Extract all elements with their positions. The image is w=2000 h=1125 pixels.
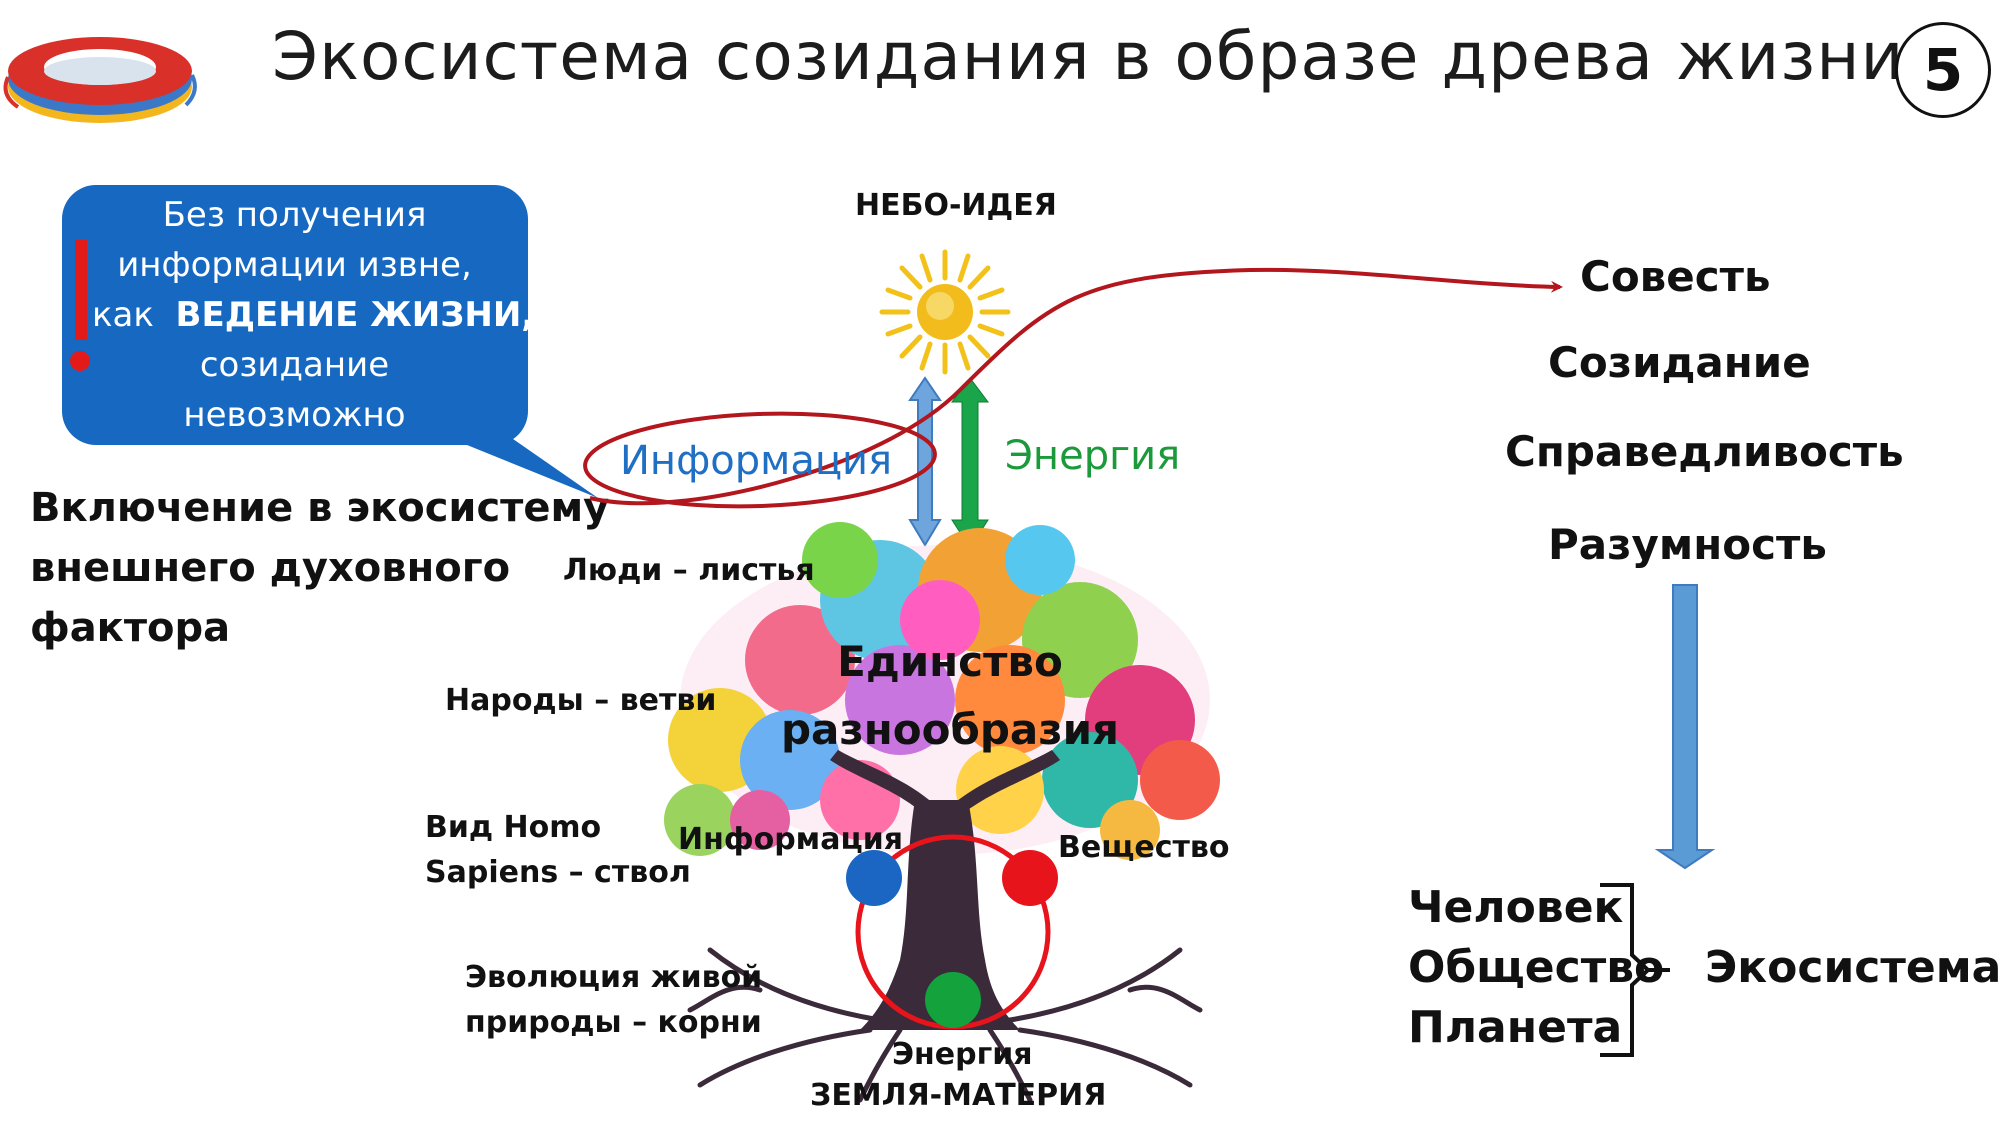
exclamation-dot bbox=[70, 351, 90, 371]
callout-line-2: информации извне, bbox=[117, 245, 472, 285]
brace-item-human: Человек bbox=[1408, 882, 1624, 933]
species-line-2: Sapiens – ствол bbox=[425, 855, 691, 890]
nations-branches-label: Народы – ветви bbox=[445, 683, 717, 718]
evolution-roots-label: Эволюция живой природы – корни bbox=[465, 955, 762, 1045]
callout-word-kak: как bbox=[92, 295, 154, 335]
tree-center-label: Единство разнообразия bbox=[770, 628, 1130, 764]
callout-line-1: Без получения bbox=[162, 195, 427, 235]
callout-line-3: как ВЕДЕНИЕ ЖИЗНИ, bbox=[92, 290, 534, 340]
information-dot bbox=[846, 850, 902, 906]
left-heading-line-3: фактора bbox=[30, 605, 231, 651]
callout-bubble bbox=[62, 185, 528, 445]
down-arrow bbox=[1654, 584, 1716, 870]
tree-roots bbox=[687, 947, 1203, 1103]
tree-center-line-2: разнообразия bbox=[780, 705, 1120, 754]
callout-emphasis: ВЕДЕНИЕ ЖИЗНИ, bbox=[175, 295, 535, 335]
brace-item-society: Общество bbox=[1408, 942, 1665, 993]
people-leaves-label: Люди – листья bbox=[563, 553, 815, 588]
callout-text: Без получения информации извне, как ВЕДЕ… bbox=[92, 190, 534, 440]
information-arrow bbox=[908, 376, 942, 547]
species-line-1: Вид Homo bbox=[425, 810, 602, 845]
brace-item-planet: Планета bbox=[1408, 1002, 1623, 1053]
information-oval bbox=[583, 411, 937, 509]
tree-center-line-1: Единство bbox=[837, 637, 1063, 686]
sky-label: НЕБО-ИДЕЯ bbox=[855, 188, 1057, 223]
result-ecosystem: Экосистема+ bbox=[1705, 942, 2000, 993]
value-creation: Созидание bbox=[1548, 338, 1811, 387]
tree-canopy bbox=[664, 522, 1220, 860]
earth-label: ЗЕМЛЯ-МАТЕРИЯ bbox=[810, 1078, 1107, 1113]
evolution-line-1: Эволюция живой bbox=[465, 960, 763, 995]
torus-logo-icon bbox=[3, 37, 197, 123]
slide-number: 5 bbox=[1895, 22, 1991, 118]
value-conscience: Совесть bbox=[1580, 252, 1771, 301]
cycle-energy-label: Энергия bbox=[892, 1037, 1033, 1072]
callout-line-5: невозможно bbox=[183, 395, 406, 435]
information-label: Информация bbox=[620, 438, 893, 484]
substance-dot bbox=[1002, 850, 1058, 906]
energy-label: Энергия bbox=[1005, 433, 1181, 479]
left-heading-line-1: Включение в экосистему bbox=[30, 485, 610, 531]
energy-arrow bbox=[951, 377, 989, 549]
cycle-substance-label: Вещество bbox=[1058, 830, 1230, 865]
page-title: Экосистема созидания в образе древа жизн… bbox=[272, 18, 1905, 95]
value-justice: Справедливость bbox=[1505, 427, 1904, 476]
evolution-line-2: природы – корни bbox=[465, 1005, 762, 1040]
exclamation-bar bbox=[75, 240, 87, 340]
value-reason: Разумность bbox=[1548, 520, 1827, 569]
left-heading-line-2: внешнего духовного bbox=[30, 545, 511, 591]
cycle-information-label: Информация bbox=[678, 822, 903, 857]
left-heading: Включение в экосистему внешнего духовног… bbox=[30, 478, 609, 658]
sun-icon bbox=[879, 249, 1011, 375]
energy-dot bbox=[925, 972, 981, 1028]
species-trunk-label: Вид Homo Sapiens – ствол bbox=[425, 805, 691, 895]
tree-trunk bbox=[830, 750, 1060, 1030]
conscience-curve-arrow bbox=[589, 267, 1563, 506]
callout-line-4: созидание bbox=[199, 345, 390, 385]
